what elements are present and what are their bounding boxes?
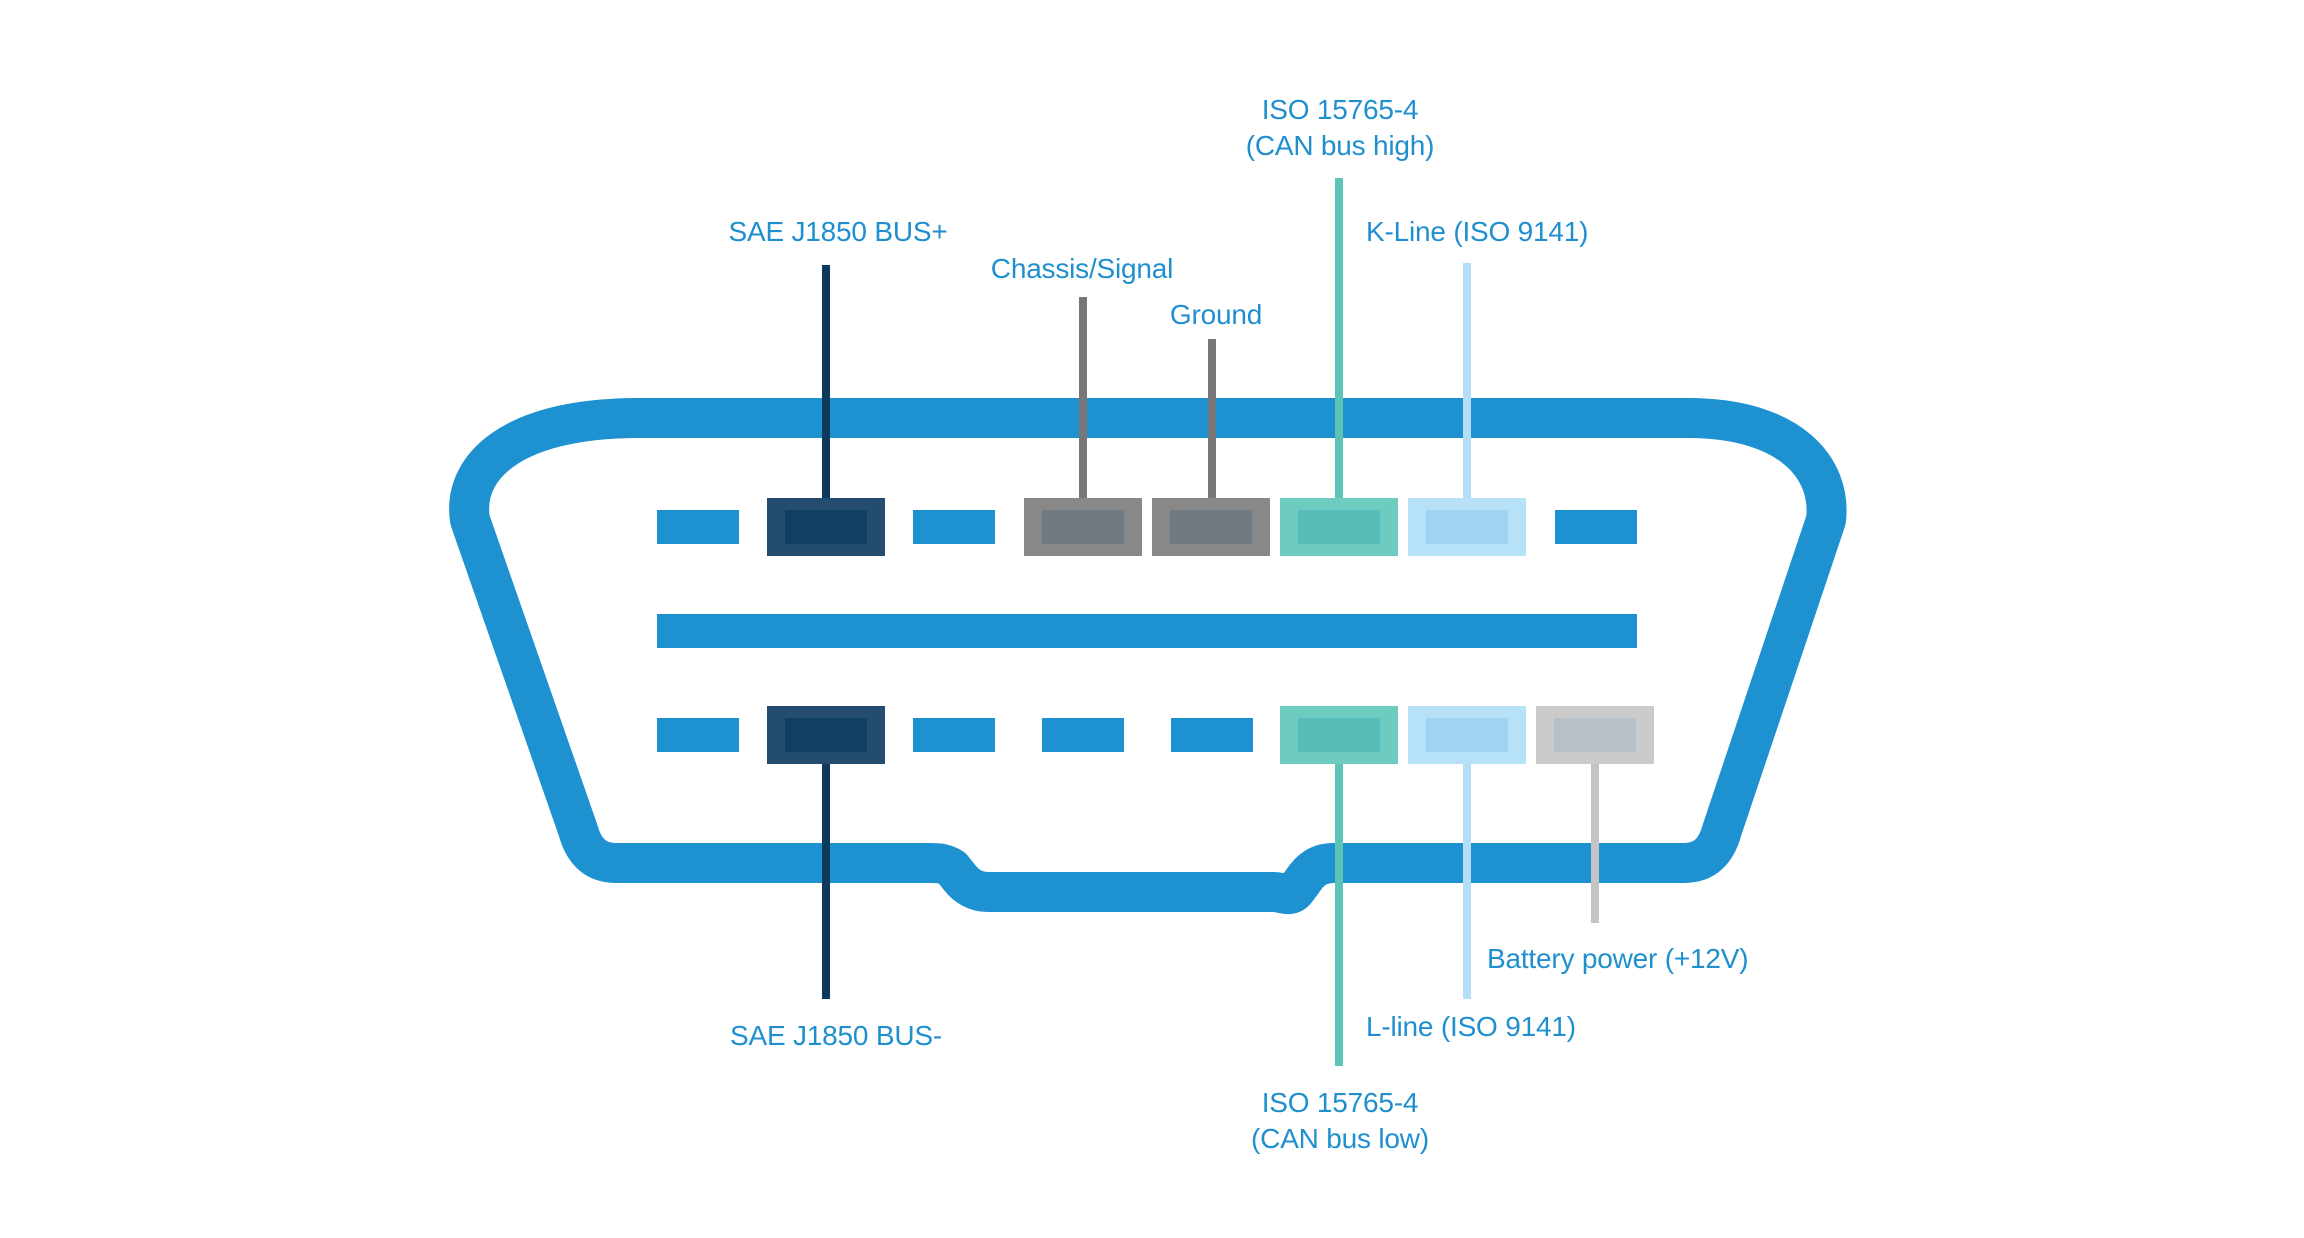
label-can-high: ISO 15765-4 (CAN bus high) — [1246, 92, 1435, 164]
pin-unused — [1042, 718, 1124, 752]
leader-line-j1850-plus — [822, 265, 830, 498]
pin-unused — [913, 510, 995, 544]
center-key-bar — [657, 614, 1637, 648]
pin-iso9141-inner — [1426, 510, 1508, 544]
pin-can-inner — [1298, 718, 1380, 752]
pin-unused — [657, 718, 739, 752]
label-can-low: ISO 15765-4 (CAN bus low) — [1251, 1085, 1429, 1157]
pin-can-inner — [1298, 510, 1380, 544]
bottom-pin-row — [657, 706, 1654, 764]
label-j1850-minus: SAE J1850 BUS- — [730, 1020, 942, 1051]
label-can-high-line1: ISO 15765-4 — [1261, 94, 1419, 125]
label-can-high-line2: (CAN bus high) — [1245, 130, 1435, 161]
pin-j1850-inner — [785, 718, 867, 752]
label-ground: Ground — [1169, 299, 1263, 330]
leader-line-l-line — [1463, 764, 1471, 999]
leader-line-chassis-signal — [1079, 297, 1087, 498]
leader-line-k-line — [1463, 263, 1471, 498]
pin-unused — [1171, 718, 1253, 752]
label-battery-power: Battery power (+12V) — [1487, 943, 1749, 974]
label-l-line: L-line (ISO 9141) — [1366, 1011, 1576, 1042]
label-j1850-plus: SAE J1850 BUS+ — [728, 216, 948, 247]
leader-line-can-low — [1335, 764, 1343, 1066]
pin-j1850-inner — [785, 510, 867, 544]
connector-outline — [449, 398, 1847, 915]
pin-battery-inner — [1554, 718, 1636, 752]
label-chassis-signal: Chassis/Signal — [990, 253, 1174, 284]
pin-iso9141-inner — [1426, 718, 1508, 752]
pin-unused — [913, 718, 995, 752]
label-can-low-line2: (CAN bus low) — [1251, 1123, 1429, 1154]
leader-line-ground — [1208, 339, 1216, 498]
label-can-low-line1: ISO 15765-4 — [1261, 1087, 1419, 1118]
leader-line-battery — [1591, 764, 1599, 923]
leader-lines — [822, 178, 1599, 1066]
pin-unused — [657, 510, 739, 544]
pin-unused — [1555, 510, 1637, 544]
pin-chassis_ground-inner — [1042, 510, 1124, 544]
top-pin-row — [657, 498, 1637, 556]
pin-chassis_ground-inner — [1170, 510, 1252, 544]
leader-line-j1850-minus — [822, 764, 830, 999]
leader-line-can-high — [1335, 178, 1343, 498]
label-k-line: K-Line (ISO 9141) — [1366, 216, 1589, 247]
